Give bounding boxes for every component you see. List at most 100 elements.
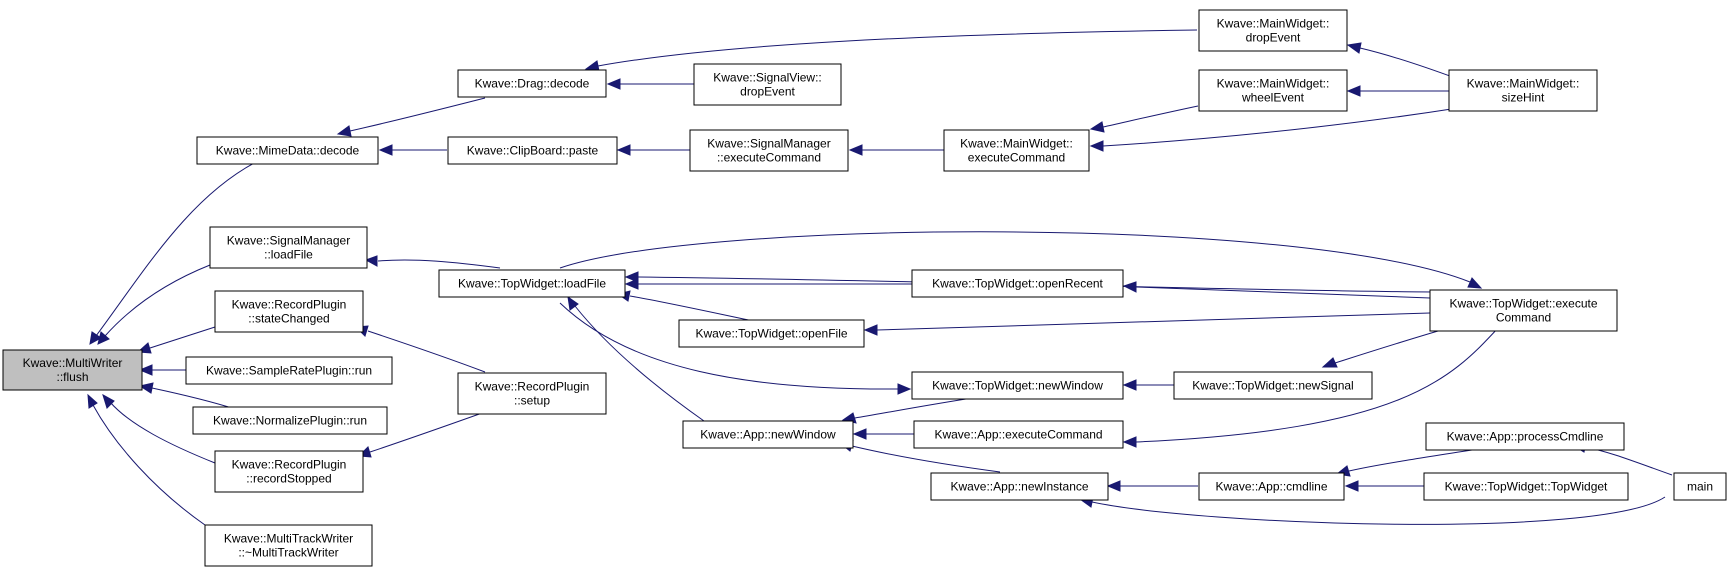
edge-mainwidget-dropevent-to-drag	[584, 29, 1198, 72]
node-topwidget-topwidget[interactable]: Kwave::TopWidget::TopWidget	[1423, 472, 1629, 501]
node-label: wheelEvent	[1241, 91, 1305, 105]
node-topwidget-openfile[interactable]: Kwave::TopWidget::openFile	[678, 319, 865, 348]
node-app-cmdline[interactable]: Kwave::App::cmdline	[1198, 472, 1345, 501]
edge-loadfile-to-topwidget-execcmd	[559, 231, 1483, 289]
node-box	[1198, 69, 1348, 112]
node-box	[693, 63, 842, 106]
edge-topwidget-loadfile-to-signalmanager-loadfile	[364, 255, 501, 269]
edge-drag-decode-to-mimedata	[336, 97, 486, 137]
node-box	[209, 226, 368, 269]
edge-multitrackwriter-to-flush	[87, 393, 206, 526]
node-app-newwindow[interactable]: Kwave::App::newWindow	[682, 420, 854, 449]
node-topwidget-executecommand[interactable]: Kwave::TopWidget::executeCommand	[1429, 289, 1618, 332]
node-label: ::stateChanged	[248, 312, 329, 326]
node-box	[913, 420, 1124, 449]
edge-loadfile-to-topwidget-newwindow	[559, 302, 912, 395]
node-box	[1198, 472, 1345, 501]
edge-recordplugin-statechanged-to-flush	[136, 326, 216, 354]
node-topwidget-loadfile[interactable]: Kwave::TopWidget::loadFile	[438, 269, 626, 298]
node-mainwidget-executecommand[interactable]: Kwave::MainWidget::executeCommand	[943, 129, 1090, 172]
node-box	[457, 69, 607, 98]
node-label: main	[1687, 480, 1713, 494]
node-main[interactable]: main	[1673, 472, 1727, 501]
node-label: ::flush	[56, 370, 88, 384]
edge-recordplugin-recordstopped-to-flush	[102, 393, 216, 464]
node-box	[214, 290, 364, 333]
node-box	[689, 129, 849, 172]
node-label: Kwave::Drag::decode	[475, 77, 590, 91]
node-mainwidget-sizehint[interactable]: Kwave::MainWidget::sizeHint	[1448, 69, 1598, 112]
edge-sampleratep-run-to-flush	[138, 364, 186, 376]
node-normalizeplugin-run[interactable]: Kwave::NormalizePlugin::run	[192, 406, 388, 435]
node-label: Kwave::TopWidget::TopWidget	[1445, 480, 1608, 494]
edge-topwidget-execcmd-to-openfile	[863, 312, 1431, 336]
node-clipboard-paste[interactable]: Kwave::ClipBoard::paste	[447, 136, 618, 165]
edge-openrecent-to-loadfile	[624, 278, 912, 290]
node-recordplugin-setup[interactable]: Kwave::RecordPlugin::setup	[457, 372, 607, 415]
node-label: Kwave::MimeData::decode	[216, 144, 360, 158]
node-label: Kwave::MultiWriter	[23, 356, 123, 370]
edge-mimedata-decode-to-flush	[89, 159, 261, 345]
edge-signalmanager-loadfile-to-flush	[97, 264, 211, 345]
node-multiwriter-flush[interactable]: Kwave::MultiWriter::flush	[2, 349, 143, 391]
node-label: Kwave::App::cmdline	[1215, 480, 1327, 494]
node-box	[682, 420, 854, 449]
node-app-processcmdline[interactable]: Kwave::App::processCmdline	[1425, 422, 1625, 451]
node-box	[1423, 472, 1629, 501]
node-recordplugin-recordstopped[interactable]: Kwave::RecordPlugin::recordStopped	[214, 450, 364, 493]
node-recordplugin-statechanged[interactable]: Kwave::RecordPlugin::stateChanged	[214, 290, 364, 333]
edge-mainwidget-execcmd-to-signalmanager-execcmd	[848, 144, 944, 156]
node-label: Command	[1496, 311, 1551, 325]
node-label: Kwave::SignalManager	[707, 137, 830, 151]
node-app-newinstance[interactable]: Kwave::App::newInstance	[930, 472, 1109, 501]
node-mimedata-decode[interactable]: Kwave::MimeData::decode	[196, 136, 379, 165]
node-label: Kwave::MainWidget::	[1467, 77, 1580, 91]
node-label: Kwave::ClipBoard::paste	[467, 144, 599, 158]
node-signalview-dropevent[interactable]: Kwave::SignalView::dropEvent	[693, 63, 842, 106]
node-sampleratep-run[interactable]: Kwave::SampleRatePlugin::run	[185, 356, 393, 385]
node-mainwidget-dropevent[interactable]: Kwave::MainWidget::dropEvent	[1198, 9, 1348, 52]
edge-topwidget-execcmd-to-newsignal	[1321, 325, 1456, 368]
node-label: Kwave::TopWidget::newWindow	[932, 379, 1103, 393]
node-label: Kwave::RecordPlugin	[232, 458, 347, 472]
node-box	[214, 450, 364, 493]
node-topwidget-openrecent[interactable]: Kwave::TopWidget::openRecent	[911, 269, 1124, 298]
node-box	[1429, 289, 1618, 332]
edge-topwidget-topwidget-to-cmdline	[1344, 480, 1424, 492]
node-label: Kwave::NormalizePlugin::run	[213, 414, 367, 428]
node-label: Kwave::MultiTrackWriter	[224, 532, 353, 546]
node-box	[911, 371, 1124, 400]
node-label: Kwave::RecordPlugin	[232, 298, 347, 312]
node-label: Kwave::RecordPlugin	[475, 380, 590, 394]
node-label: Kwave::TopWidget::newSignal	[1192, 379, 1353, 393]
node-label: Kwave::App::processCmdline	[1447, 430, 1604, 444]
node-label: dropEvent	[740, 85, 795, 99]
node-signalmanager-loadfile[interactable]: Kwave::SignalManager::loadFile	[209, 226, 368, 269]
edge-wheelevent-to-mainwidget-execcmd	[1089, 105, 1199, 133]
node-box	[1673, 472, 1727, 501]
edge-sizehint-to-dropevent	[1346, 42, 1459, 80]
node-topwidget-newsignal[interactable]: Kwave::TopWidget::newSignal	[1173, 371, 1373, 400]
edge-newwindow-to-loadfile	[567, 295, 705, 422]
node-label: executeCommand	[968, 151, 1065, 165]
node-label: Kwave::SignalView::	[713, 71, 822, 85]
node-label: Kwave::App::newInstance	[950, 480, 1088, 494]
node-drag-decode[interactable]: Kwave::Drag::decode	[457, 69, 607, 98]
edge-signalview-to-drag	[606, 78, 694, 90]
node-label: ::setup	[514, 394, 550, 408]
node-topwidget-newwindow[interactable]: Kwave::TopWidget::newWindow	[911, 371, 1124, 400]
node-signalmanager-executecommand[interactable]: Kwave::SignalManager::executeCommand	[689, 129, 849, 172]
node-label: Kwave::App::newWindow	[700, 428, 836, 442]
node-box	[447, 136, 618, 165]
edge-sizehint-to-wheelevent	[1346, 85, 1450, 97]
node-box	[1448, 69, 1598, 112]
node-label: Kwave::TopWidget::execute	[1449, 297, 1597, 311]
node-box	[1425, 422, 1625, 451]
node-box	[930, 472, 1109, 501]
node-multitrackwriter-dtor[interactable]: Kwave::MultiTrackWriter::~MultiTrackWrit…	[204, 524, 373, 567]
edge-newsignal-to-topwidget-newwindow	[1122, 379, 1174, 391]
node-app-executecommand[interactable]: Kwave::App::executeCommand	[913, 420, 1124, 449]
node-label: Kwave::MainWidget::	[1217, 77, 1330, 91]
node-mainwidget-wheelevent[interactable]: Kwave::MainWidget::wheelEvent	[1198, 69, 1348, 112]
